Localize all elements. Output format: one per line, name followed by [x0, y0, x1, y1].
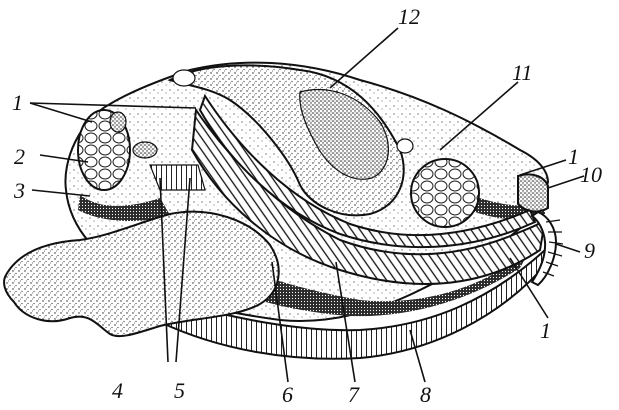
- label-12: 12: [398, 4, 420, 29]
- label-7: 7: [348, 382, 360, 407]
- posterior-adductor-muscle: [411, 159, 479, 227]
- label-8: 8: [420, 382, 431, 407]
- label-10: 10: [580, 162, 602, 187]
- label-2: 2: [14, 144, 25, 169]
- label-1-upper-left: 1: [12, 90, 23, 115]
- label-5: 5: [174, 378, 185, 403]
- label-1-lower-right: 1: [540, 318, 551, 343]
- label-6: 6: [282, 382, 293, 407]
- label-1-right: 1: [568, 144, 579, 169]
- label-9: 9: [584, 238, 595, 263]
- label-11: 11: [512, 60, 532, 85]
- label-3: 3: [13, 178, 25, 203]
- label-4: 4: [112, 378, 123, 403]
